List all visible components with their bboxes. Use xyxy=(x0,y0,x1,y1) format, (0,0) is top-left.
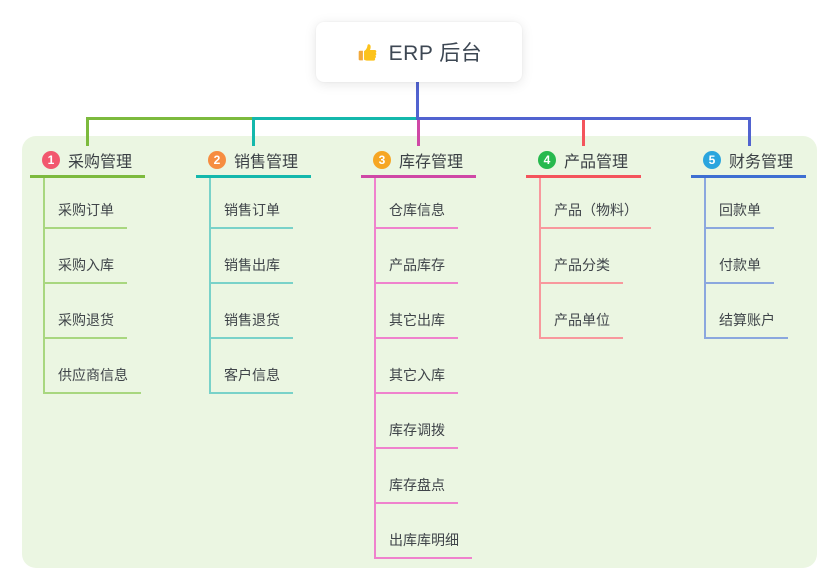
branch-spine-line xyxy=(539,178,541,339)
child-node[interactable]: 出库库明细 xyxy=(374,527,472,559)
child-node[interactable]: 采购入库 xyxy=(43,252,127,284)
child-node[interactable]: 结算账户 xyxy=(704,307,788,339)
branch-number-badge: 2 xyxy=(208,150,226,169)
branch-number-badge: 3 xyxy=(373,150,391,169)
child-node[interactable]: 销售出库 xyxy=(209,252,293,284)
connector-drop-line xyxy=(582,120,585,146)
child-node[interactable]: 其它入库 xyxy=(374,362,458,394)
thumbs-up-icon xyxy=(356,41,379,64)
branch-node-1[interactable]: 1 采购管理 xyxy=(30,144,145,178)
branch-number-badge: 5 xyxy=(703,150,721,169)
child-node[interactable]: 库存盘点 xyxy=(374,472,458,504)
connector-rail-segment xyxy=(252,117,417,120)
child-node[interactable]: 库存调拨 xyxy=(374,417,458,449)
connector-drop-line xyxy=(252,120,255,146)
mindmap-canvas xyxy=(22,136,817,568)
connector-rail-segment xyxy=(86,117,254,120)
child-node[interactable]: 产品（物料） xyxy=(539,197,651,229)
child-node[interactable]: 供应商信息 xyxy=(43,362,141,394)
branch-label: 采购管理 xyxy=(68,153,133,171)
child-node[interactable]: 销售退货 xyxy=(209,307,293,339)
branch-node-3[interactable]: 3 库存管理 xyxy=(361,144,476,178)
branch-node-2[interactable]: 2 销售管理 xyxy=(196,144,311,178)
branch-number-badge: 4 xyxy=(538,150,556,169)
child-node[interactable]: 仓库信息 xyxy=(374,197,458,229)
branch-node-5[interactable]: 5 财务管理 xyxy=(691,144,806,178)
child-node[interactable]: 客户信息 xyxy=(209,362,293,394)
connector-trunk-line xyxy=(416,82,419,120)
child-node[interactable]: 产品单位 xyxy=(539,307,623,339)
child-node[interactable]: 采购退货 xyxy=(43,307,127,339)
branch-number-badge: 1 xyxy=(42,150,60,169)
connector-rail-segment xyxy=(416,117,751,120)
branch-label: 产品管理 xyxy=(564,153,629,171)
connector-drop-line xyxy=(748,120,751,146)
branch-spine-line xyxy=(43,178,45,394)
child-node[interactable]: 回款单 xyxy=(704,197,774,229)
branch-spine-line xyxy=(209,178,211,394)
branch-label: 库存管理 xyxy=(399,153,464,171)
child-node[interactable]: 采购订单 xyxy=(43,197,127,229)
child-node[interactable]: 付款单 xyxy=(704,252,774,284)
root-node[interactable]: ERP 后台 xyxy=(316,22,522,82)
branch-label: 销售管理 xyxy=(234,153,299,171)
connector-drop-line xyxy=(86,120,89,146)
child-node[interactable]: 其它出库 xyxy=(374,307,458,339)
branch-spine-line xyxy=(704,178,706,339)
branch-node-4[interactable]: 4 产品管理 xyxy=(526,144,641,178)
branch-spine-line xyxy=(374,178,376,559)
connector-drop-line xyxy=(417,120,420,146)
child-node[interactable]: 产品库存 xyxy=(374,252,458,284)
child-node[interactable]: 销售订单 xyxy=(209,197,293,229)
root-node-title: ERP 后台 xyxy=(388,42,483,65)
branch-label: 财务管理 xyxy=(729,153,794,171)
child-node[interactable]: 产品分类 xyxy=(539,252,623,284)
